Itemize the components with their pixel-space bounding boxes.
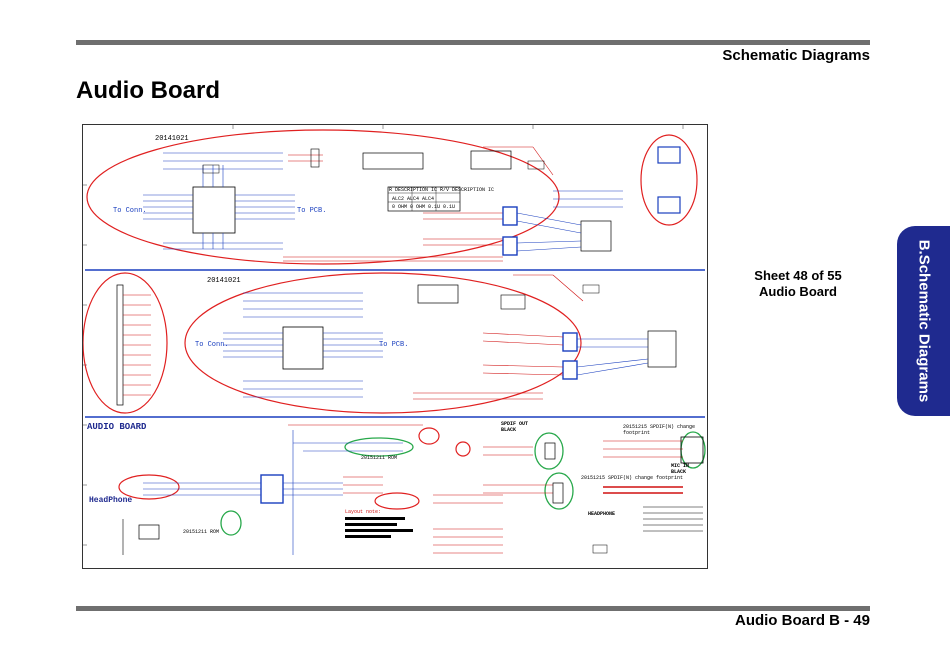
page-title: Audio Board [76,77,220,104]
page-footer: Audio Board B - 49 [734,612,870,629]
chapter-tab-label: B.Schematic Diagrams [915,239,932,403]
layout-note-label: Layout note: [345,509,382,515]
rom-note-2: 20151211 ROM [361,455,398,461]
to-conn-label-1: To Conn. [113,207,147,215]
footprint-note-2: 20151215 SPDIF(N) change footprint [581,475,684,481]
footprint-note-1: 20151215 SPDIF(N) change footprint [623,424,696,436]
chapter-tab: B.Schematic Diagrams [897,226,950,416]
audio-board-label: AUDIO BOARD [87,422,147,432]
spdif-color-label: BLACK [501,427,517,433]
schematic-date-middle: 20141021 [207,277,241,285]
sheet-name: Audio Board [759,284,837,299]
headphone-jack-label: HEADPHONE [588,511,616,517]
headphone-label: HeadPhone [89,496,133,505]
section-title: Schematic Diagrams [722,47,870,64]
resistor-table-row-1: ALC2 ALC4 ALC4 [392,196,435,202]
to-pcb-label-1: To PCB. [297,207,327,215]
mic-in-label: MIC IN [671,463,690,469]
to-conn-label-2: To Conn. [195,341,229,349]
sheet-info: Sheet 48 of 55 Audio Board [742,268,854,300]
schematic-drawing [83,125,706,555]
rom-note-1: 20151211 ROM [183,529,220,535]
sheet-number: Sheet 48 of 55 [754,268,842,283]
resistor-table-header: R DESCRIPTION IC R/V DESCRIPTION IC [389,187,495,193]
spdif-out-label: SPDIF OUT [501,421,529,427]
schematic-date-top: 20141021 [155,135,189,143]
schematic-diagram: 20141021 20141021 To Conn. To PCB. To Co… [82,124,708,569]
mic-color-label: BLACK [671,469,687,475]
resistor-table-row-2: 0 OHM 0 OHM 0.1U 0.1U [392,204,456,210]
top-rule [76,40,870,45]
bottom-rule [76,606,870,611]
to-pcb-label-2: To PCB. [379,341,409,349]
